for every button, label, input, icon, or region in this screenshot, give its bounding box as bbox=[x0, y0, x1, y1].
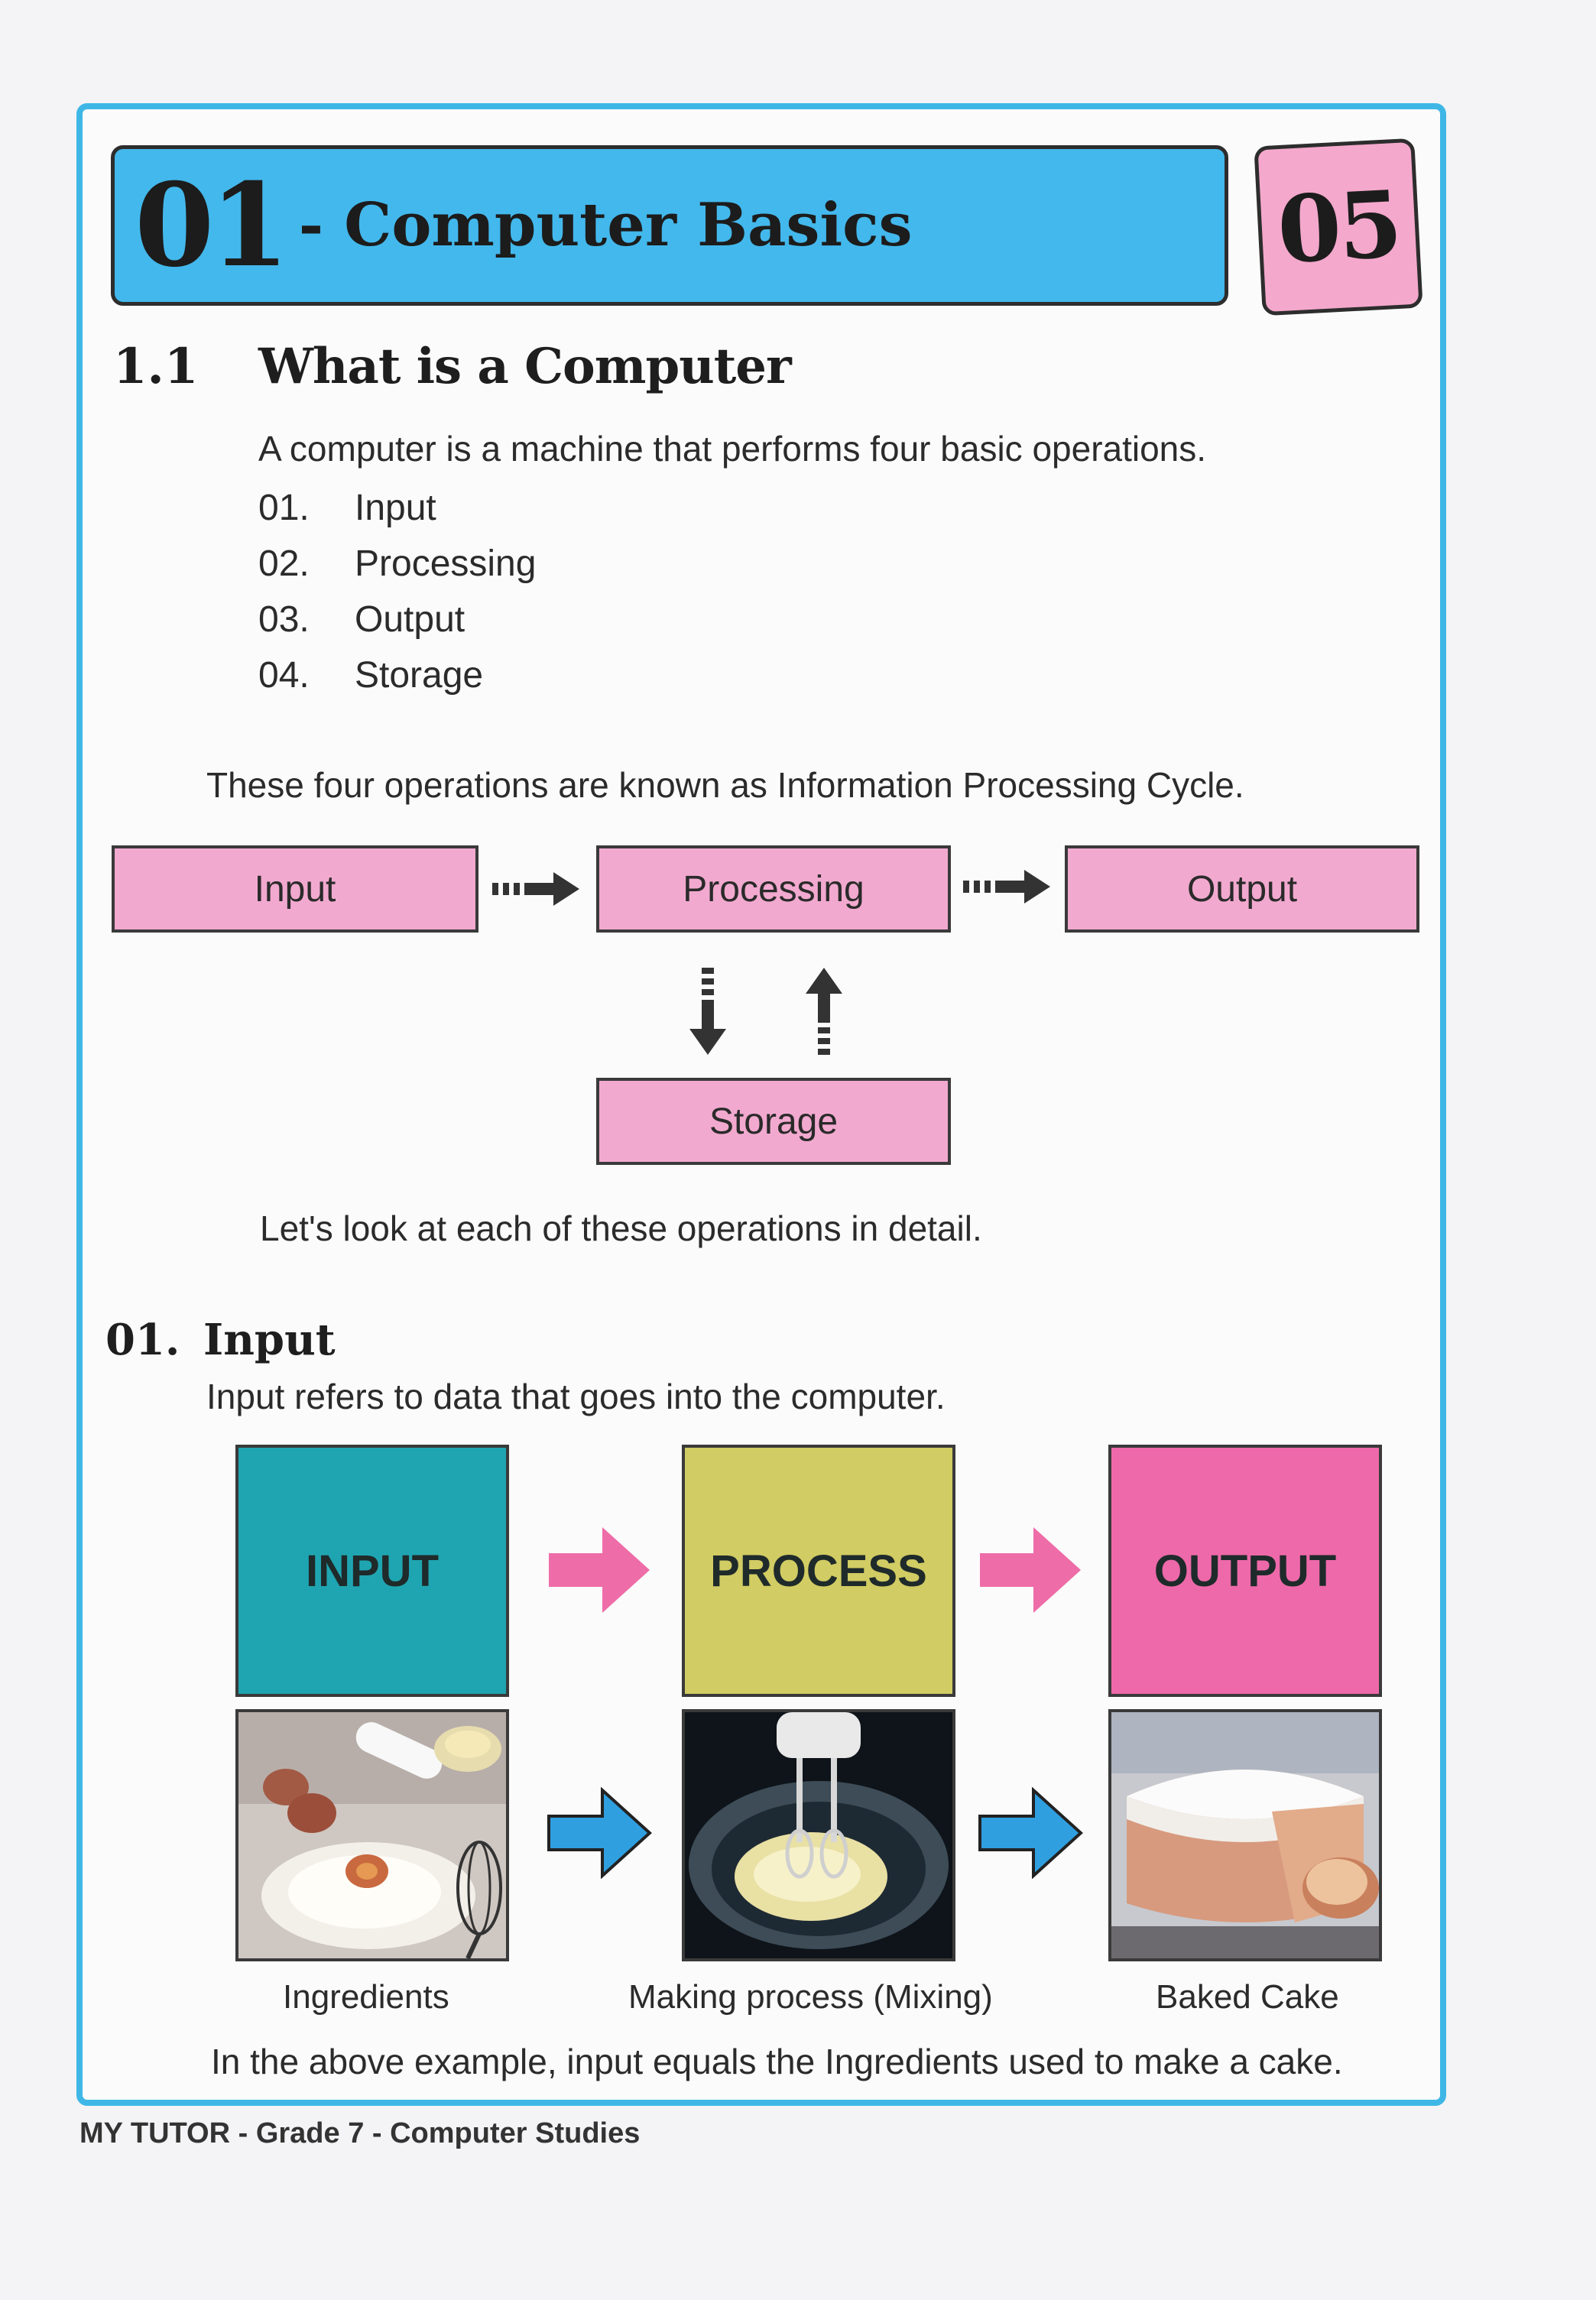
chapter-title-text: Computer Basics bbox=[344, 190, 913, 260]
caption-ingredients: Ingredients bbox=[283, 1978, 449, 2016]
list-number: 02. bbox=[258, 543, 310, 584]
page-footer: MY TUTOR - Grade 7 - Computer Studies bbox=[79, 2117, 641, 2149]
list-item: 02. Processing bbox=[258, 536, 536, 592]
list-label: Processing bbox=[355, 543, 537, 584]
ingredients-image bbox=[235, 1709, 509, 1961]
list-number: 03. bbox=[258, 599, 310, 640]
chapter-number: 01 bbox=[135, 158, 290, 293]
caption-cake: Baked Cake bbox=[1156, 1978, 1339, 2016]
list-label: Storage bbox=[355, 655, 484, 696]
cycle-box-processing: Processing bbox=[596, 845, 951, 933]
ipo-box-input: INPUT bbox=[235, 1445, 509, 1697]
list-item: 01. Input bbox=[258, 480, 536, 536]
blue-arrow-right-icon bbox=[547, 1787, 652, 1879]
cycle-sentence: These four operations are known as Infor… bbox=[206, 765, 1244, 805]
mixing-image bbox=[682, 1709, 955, 1961]
input-heading-title: Input bbox=[203, 1315, 336, 1365]
ipo-box-process: PROCESS bbox=[682, 1445, 955, 1697]
cycle-box-output: Output bbox=[1065, 845, 1419, 933]
chapter-separator: - bbox=[298, 190, 324, 260]
section-number: 1.1 bbox=[113, 338, 199, 395]
cake-image bbox=[1108, 1709, 1382, 1961]
dashed-arrow-down-icon bbox=[689, 968, 726, 1055]
list-item: 03. Output bbox=[258, 592, 536, 647]
input-heading-number: 01. bbox=[105, 1315, 180, 1365]
ipo-box-output: OUTPUT bbox=[1108, 1445, 1382, 1697]
page-number-badge: 05 bbox=[1254, 138, 1423, 316]
dashed-arrow-up-icon bbox=[806, 968, 842, 1055]
list-label: Output bbox=[355, 599, 466, 640]
example-sentence: In the above example, input equals the I… bbox=[211, 2042, 1343, 2081]
chapter-header: 01 - Computer Basics bbox=[111, 145, 1228, 306]
caption-mixing: Making process (Mixing) bbox=[628, 1978, 993, 2016]
cycle-box-storage: Storage bbox=[596, 1078, 951, 1165]
section-title: What is a Computer bbox=[258, 338, 792, 395]
input-heading: 01. Input bbox=[105, 1315, 336, 1365]
pink-arrow-right-icon bbox=[980, 1527, 1081, 1613]
list-number: 01. bbox=[258, 488, 310, 528]
intro-paragraph: A computer is a machine that performs fo… bbox=[258, 429, 1207, 469]
dashed-arrow-right-icon bbox=[492, 872, 579, 906]
list-label: Input bbox=[355, 488, 436, 528]
list-number: 04. bbox=[258, 655, 310, 696]
cycle-box-input: Input bbox=[112, 845, 478, 933]
detail-sentence: Let's look at each of these operations i… bbox=[260, 1208, 982, 1248]
input-definition: Input refers to data that goes into the … bbox=[206, 1377, 946, 1416]
dashed-arrow-right-icon bbox=[963, 870, 1050, 903]
pink-arrow-right-icon bbox=[549, 1527, 650, 1613]
blue-arrow-right-icon bbox=[978, 1787, 1083, 1879]
list-item: 04. Storage bbox=[258, 647, 536, 703]
chapter-title: - Computer Basics bbox=[299, 196, 913, 255]
operations-list: 01. Input 02. Processing 03. Output 04. … bbox=[258, 480, 536, 703]
